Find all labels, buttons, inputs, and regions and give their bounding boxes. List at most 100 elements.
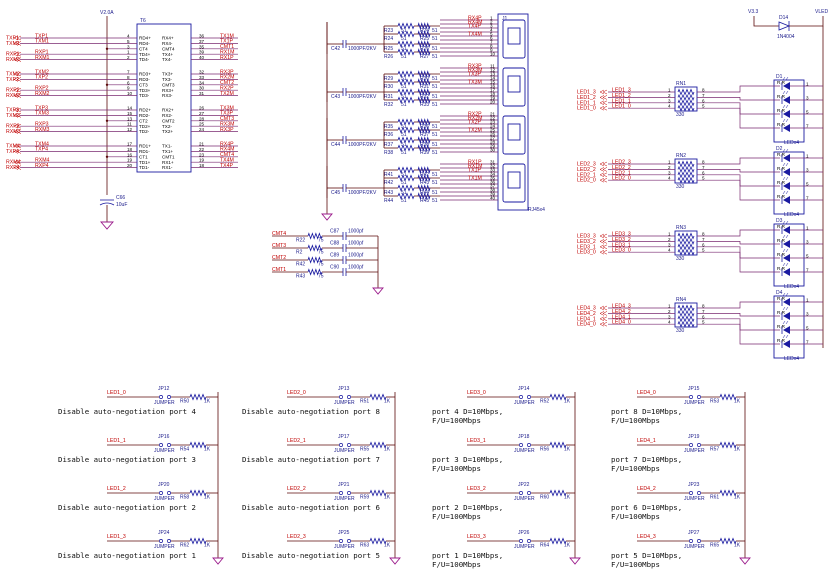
resistor-icon <box>369 489 387 497</box>
led-array-body <box>773 295 805 359</box>
net-port-icon <box>13 35 22 41</box>
transformer-pin-number: 12 <box>127 127 133 132</box>
led-icon <box>783 82 790 90</box>
led-net-label: LED2_2 <box>577 167 596 173</box>
led-emit-icon <box>782 220 789 225</box>
jumper-note: port 6 D=10Mbps, <box>611 503 682 512</box>
jumper-pin-icon <box>159 491 163 495</box>
jumper-note: Disable auto-negotiation port 5 <box>242 551 380 560</box>
jumper-pin-icon <box>167 443 171 447</box>
transformer-left-net: RXM1 <box>6 57 21 63</box>
jumper-res-value: 1K <box>734 495 741 501</box>
filter-res-ref: R37 <box>384 142 393 148</box>
filter-cap-value: 1000PF/2KV <box>348 190 377 196</box>
jumper-pin-icon <box>339 395 343 399</box>
resistor-icon <box>189 441 207 449</box>
led-wire <box>697 301 780 309</box>
rj45-pin-number: 28 <box>490 140 496 145</box>
resistor-icon <box>417 30 431 38</box>
diode-part: 1N4004 <box>777 34 795 40</box>
rj45-pin-number: 9 <box>490 48 493 53</box>
jumper-res-value: 1K <box>384 495 391 501</box>
filter-res-ref: R42 <box>384 180 393 186</box>
jumper-res-ref: R58 <box>180 495 189 501</box>
filter-cap-value: 1000PF/2KV <box>348 142 377 148</box>
jumper-pin-icon <box>339 491 343 495</box>
transformer-left-net-inner: RXP1 <box>35 50 49 56</box>
pin-number: 5 <box>806 326 809 331</box>
led-net-label: LED3_2 <box>577 239 596 245</box>
net-port-icon <box>599 316 608 322</box>
pin-number: 4 <box>668 104 671 109</box>
jumper-net-label: LED1_0 <box>107 390 126 396</box>
transformer-left-net: TXP1 <box>6 36 19 42</box>
transformer-left-net-inner: RXP4 <box>35 163 49 169</box>
jumper-note: Disable auto-negotiation port 6 <box>242 503 380 512</box>
transformer-pin-label: RD2+ <box>139 108 151 113</box>
transformer-pin-label: TD2- <box>139 129 150 134</box>
pin-number: 4 <box>668 248 671 253</box>
jumper-ref: JP22 <box>518 482 530 488</box>
led-icon <box>783 154 790 162</box>
jumper-part: JUMPER <box>334 448 355 454</box>
cmt-cap-value: 1000pf <box>348 241 364 247</box>
led-net-label: LED1_3 <box>577 90 596 96</box>
led-icon <box>783 326 790 334</box>
resistor-icon <box>397 126 415 134</box>
jumper-res-value: 1K <box>204 543 211 549</box>
filter-res-ref: R36 <box>384 132 393 138</box>
net-port-icon <box>599 172 608 178</box>
filter-res-value: 51 <box>432 46 438 52</box>
jumper-pin-icon <box>159 443 163 447</box>
resistor-icon <box>397 166 415 174</box>
resistor-icon <box>369 441 387 449</box>
led-rn-ref: RN2 <box>676 153 686 159</box>
filter-res-value: 51 <box>432 172 438 178</box>
transformer-pin-number: 6 <box>127 80 130 85</box>
rj45-pin-number: 24 <box>490 124 496 129</box>
resistor-icon <box>397 48 415 56</box>
net-port-icon <box>599 311 608 316</box>
jumper-pin-icon <box>689 491 693 495</box>
net-port-icon <box>13 113 22 118</box>
transformer-left-net: RXP1 <box>6 52 20 58</box>
net-port-icon <box>599 95 608 100</box>
led-emit-icon <box>782 176 789 181</box>
rj45-pin-number: 33 <box>490 168 496 173</box>
led-net-label: LED2_3 <box>577 162 596 168</box>
jumper-res-value: 1K <box>564 399 571 405</box>
pin-number: 6 <box>702 98 705 103</box>
resistor-icon <box>417 184 431 192</box>
rj45-jack-socket-icon <box>507 171 521 189</box>
transformer-right-net: TX3M <box>220 105 234 111</box>
resistor-icon <box>677 309 695 317</box>
rj45-pin-number: 36 <box>490 180 496 185</box>
cmt-res-value: 75 <box>318 250 324 256</box>
led-array-body <box>773 151 805 215</box>
led-emit-icon <box>782 162 789 167</box>
filter-res-ref: R35 <box>384 124 393 130</box>
pin-number: 8 <box>702 232 705 237</box>
jumper-net-label: LED1_1 <box>107 438 126 444</box>
resistor-icon <box>417 126 431 134</box>
transformer-left-net: RXM4 <box>6 160 21 166</box>
led-part: LEDx4 <box>784 212 799 218</box>
resistor-icon <box>369 537 387 545</box>
led-icon <box>783 254 790 262</box>
junction-dot <box>105 155 109 158</box>
rj45-pin-number: 37 <box>490 184 496 189</box>
resistor-icon <box>397 192 415 200</box>
led-label: R,R <box>777 122 786 127</box>
led-net-inner: LED2_3 <box>612 160 631 166</box>
resistor-icon <box>397 174 415 182</box>
transformer-pin-number: 22 <box>199 147 205 152</box>
jumper-ref: JP20 <box>158 482 170 488</box>
transformer-body <box>136 23 192 173</box>
jumper-pin-icon <box>167 491 171 495</box>
jumper-note-2: F/U=100Mbps <box>432 416 481 425</box>
resistor-icon <box>397 78 415 86</box>
jumper-ref: JP18 <box>518 434 530 440</box>
rj45-ref: J1 <box>502 16 508 22</box>
